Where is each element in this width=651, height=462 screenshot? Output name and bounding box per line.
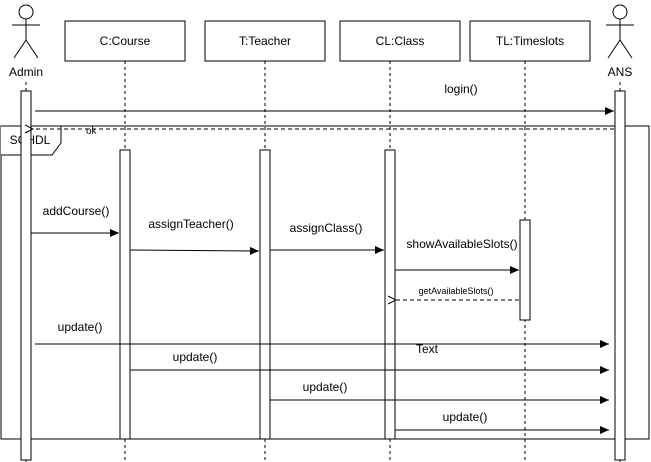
message-update-class: update() xyxy=(395,410,609,434)
object-class-box xyxy=(339,20,461,62)
actor-admin-label: Admin xyxy=(9,65,43,79)
note-text-label: Text xyxy=(416,342,439,356)
actor-admin-leg-left xyxy=(13,39,27,59)
object-course-box xyxy=(64,20,186,62)
object-class: CL:Class xyxy=(339,20,461,62)
object-timeslots-box xyxy=(469,20,591,62)
actor-admin: Admin xyxy=(9,4,43,79)
message-update-admin-label: update() xyxy=(58,320,103,334)
message-add-course: addCourse() xyxy=(31,204,119,237)
message-ok-label: ok xyxy=(86,126,98,137)
object-teacher: T:Teacher xyxy=(204,20,326,62)
object-class-label: CL:Class xyxy=(376,34,425,48)
actor-ans-leg-right xyxy=(619,39,633,59)
object-timeslots: TL:Timeslots xyxy=(469,20,591,62)
message-add-course-label: addCourse() xyxy=(43,204,110,218)
object-course-label: C:Course xyxy=(100,34,151,48)
activation-admin xyxy=(20,90,32,461)
message-ok: ok xyxy=(33,126,614,137)
message-assign-teacher-arrow xyxy=(129,246,260,255)
message-update-course: update() xyxy=(130,350,609,374)
message-assign-class-label: assignClass() xyxy=(290,221,363,235)
object-course: C:Course xyxy=(64,20,186,62)
actor-admin-head xyxy=(18,4,34,20)
activation-ans xyxy=(614,90,626,461)
message-get-slots-label: getAvailableSlots() xyxy=(419,286,494,296)
message-assign-class: assignClass() xyxy=(270,221,384,254)
message-update-teacher: update() xyxy=(270,380,609,404)
fragment-frame xyxy=(0,125,650,440)
message-login-label: login() xyxy=(444,82,477,96)
message-get-slots: getAvailableSlots() xyxy=(396,286,519,300)
actor-admin-leg-right xyxy=(25,39,39,59)
activation-course xyxy=(119,149,131,440)
message-update-teacher-label: update() xyxy=(303,380,348,394)
message-assign-teacher-label: assignTeacher() xyxy=(148,217,233,231)
message-update-admin: update() xyxy=(35,320,609,348)
actor-ans-label: ANS xyxy=(608,65,633,79)
message-show-slots-label: showAvailableSlots() xyxy=(406,237,517,251)
actor-ans: ANS xyxy=(606,4,634,79)
message-assign-teacher: assignTeacher() xyxy=(129,217,260,255)
lifelines xyxy=(25,61,621,462)
actor-ans-head xyxy=(612,4,628,20)
activation-timeslots xyxy=(519,219,531,321)
message-update-course-label: update() xyxy=(173,350,218,364)
message-login: login() xyxy=(35,82,614,115)
activations xyxy=(20,90,626,461)
actor-ans-leg-left xyxy=(607,39,621,59)
message-update-class-label: update() xyxy=(443,410,488,424)
activation-class xyxy=(384,149,396,440)
message-show-slots: showAvailableSlots() xyxy=(395,237,519,274)
object-timeslots-label: TL:Timeslots xyxy=(496,34,564,48)
activation-teacher xyxy=(259,149,271,440)
object-teacher-label: T:Teacher xyxy=(239,34,291,48)
